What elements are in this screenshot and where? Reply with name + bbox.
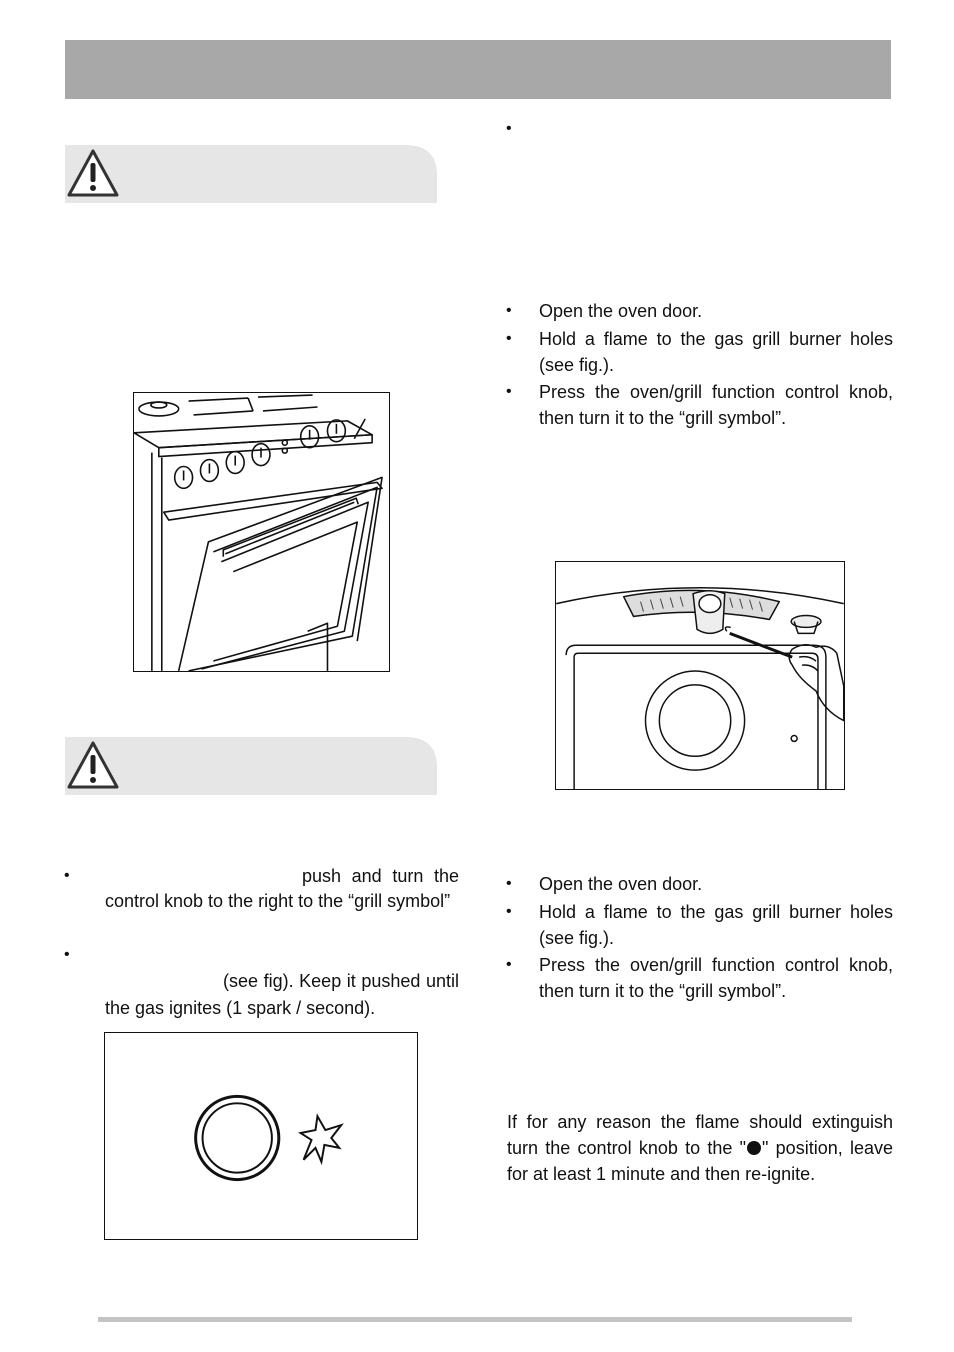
right-a-item-3: Press the oven/grill function control kn…: [539, 382, 893, 428]
bullet-marker: •: [506, 383, 512, 400]
bullet-marker: •: [506, 330, 512, 347]
bullet-marker: •: [506, 302, 512, 319]
left-bullet-2-line1: (see fig). Keep it pushed until: [223, 971, 459, 991]
right-a-item-1: Open the oven door.: [539, 301, 703, 321]
right-a-item-2: Hold a flame to the gas grill burner hol…: [539, 329, 893, 375]
header-bar: [65, 40, 891, 99]
right-b-item-1: Open the oven door.: [539, 874, 703, 894]
figure-grill-burner-lighting: [555, 561, 845, 790]
bullet-marker: •: [506, 875, 512, 892]
off-position-dot-icon: [747, 1141, 762, 1155]
right-b-item-3: Press the oven/grill function control kn…: [539, 955, 893, 1001]
warning-banner-2: [65, 737, 437, 795]
left-bullet-2-line2: the gas ignites (1 spark / second).: [105, 998, 376, 1018]
ignition-knob: [194, 1094, 281, 1182]
left-bullet-1-line1: push and turn the: [302, 866, 459, 886]
note-line-3: for at least 1 minute and then re-ignite…: [507, 1164, 816, 1184]
note-line-2-start: turn the control knob to the ": [507, 1138, 747, 1158]
note-line-2-end: " position, leave: [762, 1138, 893, 1158]
bullet-marker: •: [506, 120, 512, 137]
footer-line: [98, 1317, 852, 1322]
figure-cooker-oven-door: [133, 392, 390, 672]
spark-icon: [298, 1113, 344, 1166]
bullet-marker: •: [64, 867, 70, 884]
right-b-item-2: Hold a flame to the gas grill burner hol…: [539, 902, 893, 948]
left-bullet-1-line2: control knob to the right to the “grill …: [105, 891, 451, 911]
warning-triangle-icon: [67, 741, 119, 789]
bullet-marker: •: [506, 956, 512, 973]
bullet-marker: •: [64, 946, 70, 963]
bullet-marker: •: [506, 903, 512, 920]
warning-triangle-icon: [67, 149, 119, 197]
note-line-2: turn the control knob to the " " position…: [507, 1135, 893, 1161]
warning-banner-1: [65, 145, 437, 203]
extinguish-note: If for any reason the flame should extin…: [507, 1109, 893, 1187]
note-line-1: If for any reason the flame should extin…: [507, 1112, 893, 1132]
figure-knob-spark: [104, 1032, 418, 1240]
